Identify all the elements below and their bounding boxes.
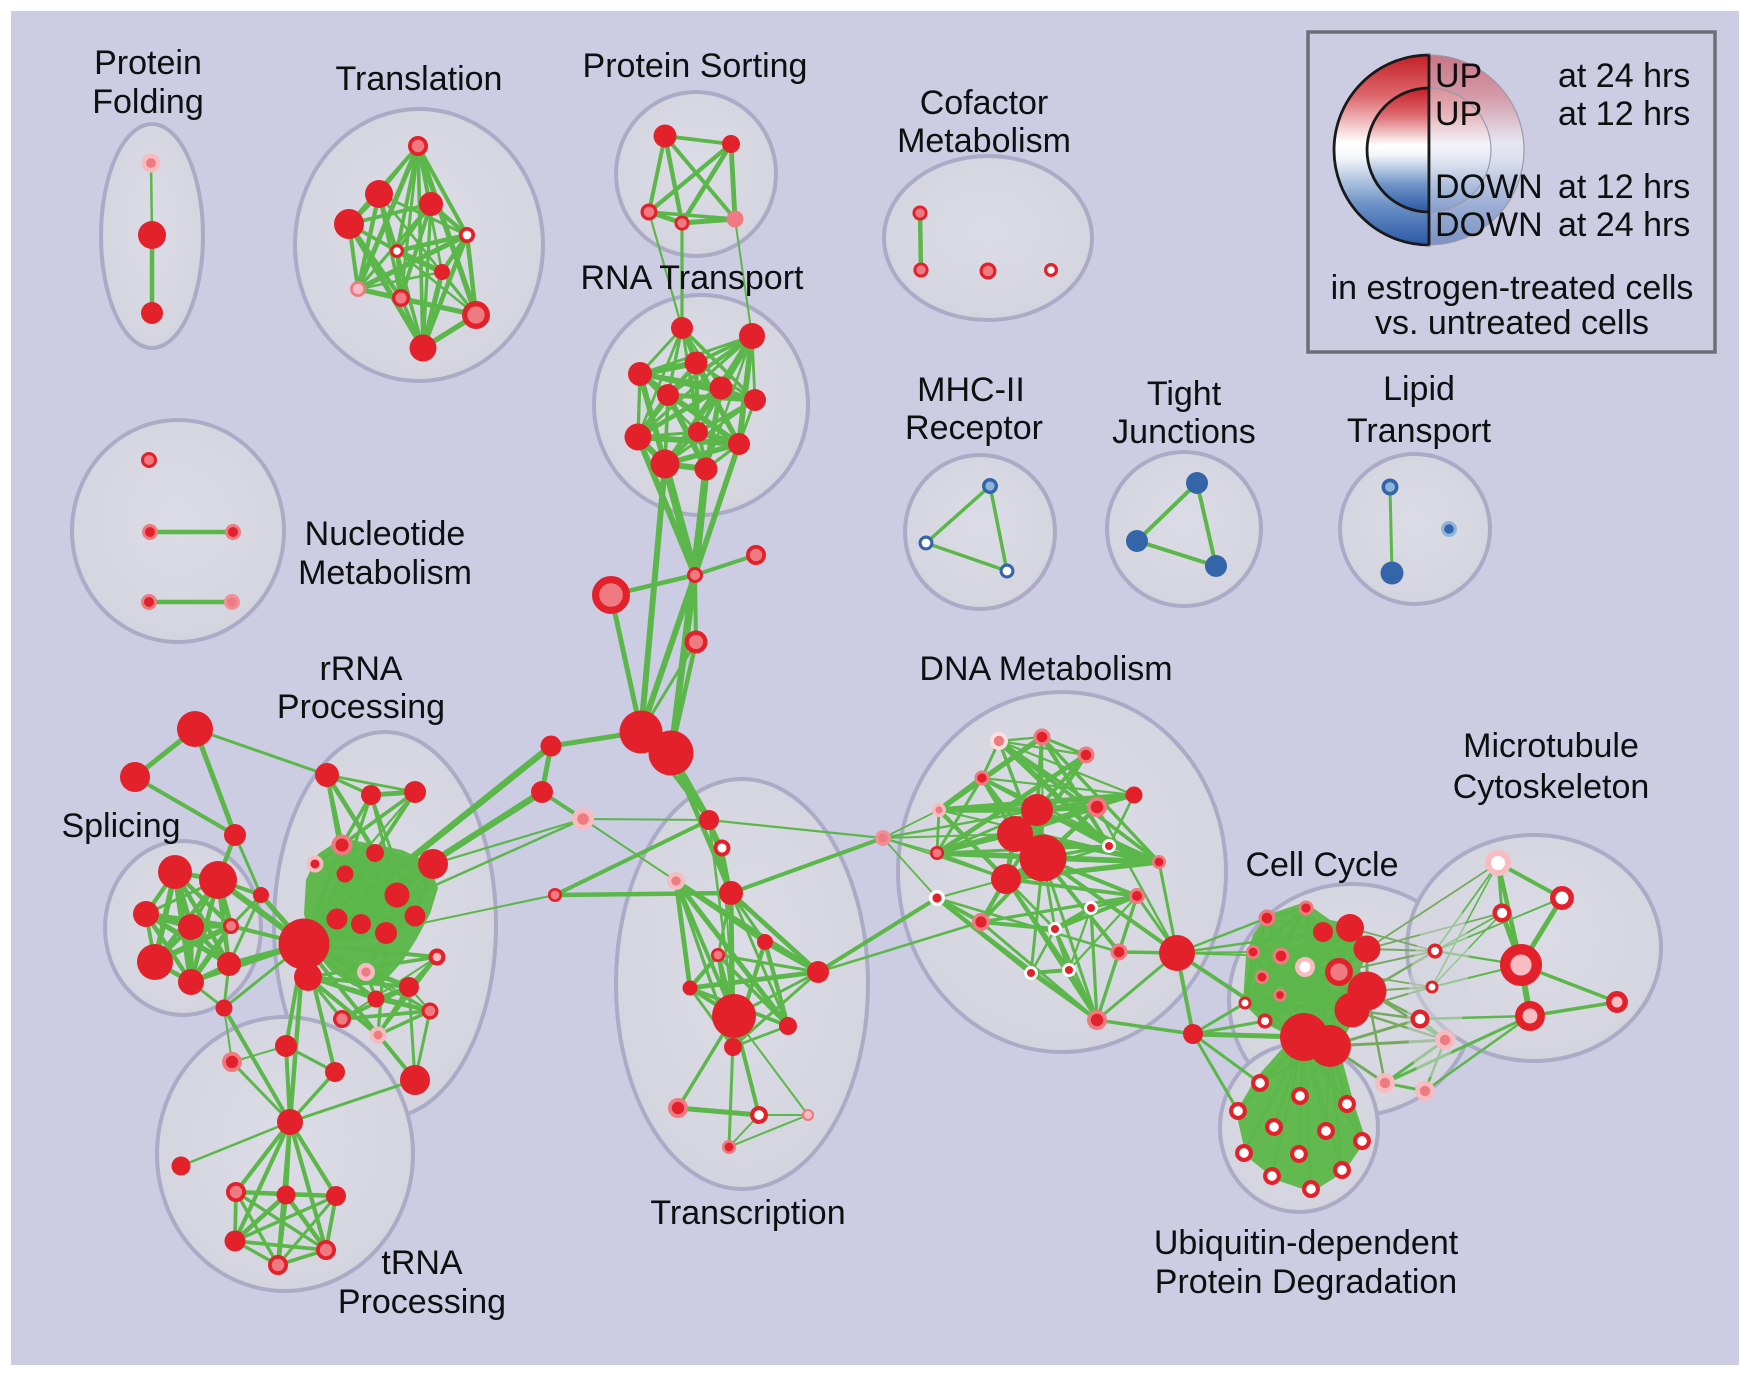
svg-text:in estrogen-treated cells: in estrogen-treated cells xyxy=(1331,269,1694,307)
svg-text:Nucleotide: Nucleotide xyxy=(305,515,466,553)
svg-text:RNA Transport: RNA Transport xyxy=(581,259,805,297)
svg-text:Metabolism: Metabolism xyxy=(897,122,1071,160)
svg-text:Cofactor: Cofactor xyxy=(920,84,1049,122)
svg-text:DOWN: DOWN xyxy=(1435,168,1543,206)
svg-text:Cell Cycle: Cell Cycle xyxy=(1245,846,1398,884)
svg-text:Protein: Protein xyxy=(94,44,202,82)
svg-text:UP: UP xyxy=(1435,95,1482,133)
svg-text:Lipid: Lipid xyxy=(1383,370,1455,408)
svg-text:Junctions: Junctions xyxy=(1112,413,1256,451)
svg-text:Processing: Processing xyxy=(338,1283,506,1321)
svg-text:UP: UP xyxy=(1435,57,1482,95)
svg-text:Cytoskeleton: Cytoskeleton xyxy=(1453,768,1650,806)
svg-text:Receptor: Receptor xyxy=(905,409,1043,447)
svg-text:DOWN: DOWN xyxy=(1435,206,1543,244)
svg-text:Folding: Folding xyxy=(92,83,204,121)
svg-text:at 24 hrs: at 24 hrs xyxy=(1558,206,1690,244)
svg-text:MHC-II: MHC-II xyxy=(917,371,1025,409)
svg-text:tRNA: tRNA xyxy=(381,1244,463,1282)
svg-text:at 24 hrs: at 24 hrs xyxy=(1558,57,1690,95)
svg-text:Transport: Transport xyxy=(1347,412,1492,450)
svg-text:at 12 hrs: at 12 hrs xyxy=(1558,95,1690,133)
svg-text:Protein Sorting: Protein Sorting xyxy=(583,47,808,85)
svg-text:DNA Metabolism: DNA Metabolism xyxy=(919,650,1172,688)
svg-text:Tight: Tight xyxy=(1147,375,1222,413)
svg-text:vs. untreated cells: vs. untreated cells xyxy=(1375,304,1649,342)
svg-text:Ubiquitin-dependent: Ubiquitin-dependent xyxy=(1154,1224,1459,1262)
svg-text:Splicing: Splicing xyxy=(61,807,180,845)
svg-text:Protein Degradation: Protein Degradation xyxy=(1155,1263,1457,1301)
svg-text:Translation: Translation xyxy=(336,60,503,98)
svg-text:at 12 hrs: at 12 hrs xyxy=(1558,168,1690,206)
svg-text:Processing: Processing xyxy=(277,688,445,726)
svg-text:Transcription: Transcription xyxy=(650,1194,845,1232)
svg-text:Microtubule: Microtubule xyxy=(1463,727,1639,765)
svg-text:Metabolism: Metabolism xyxy=(298,554,472,592)
svg-text:rRNA: rRNA xyxy=(319,650,402,688)
